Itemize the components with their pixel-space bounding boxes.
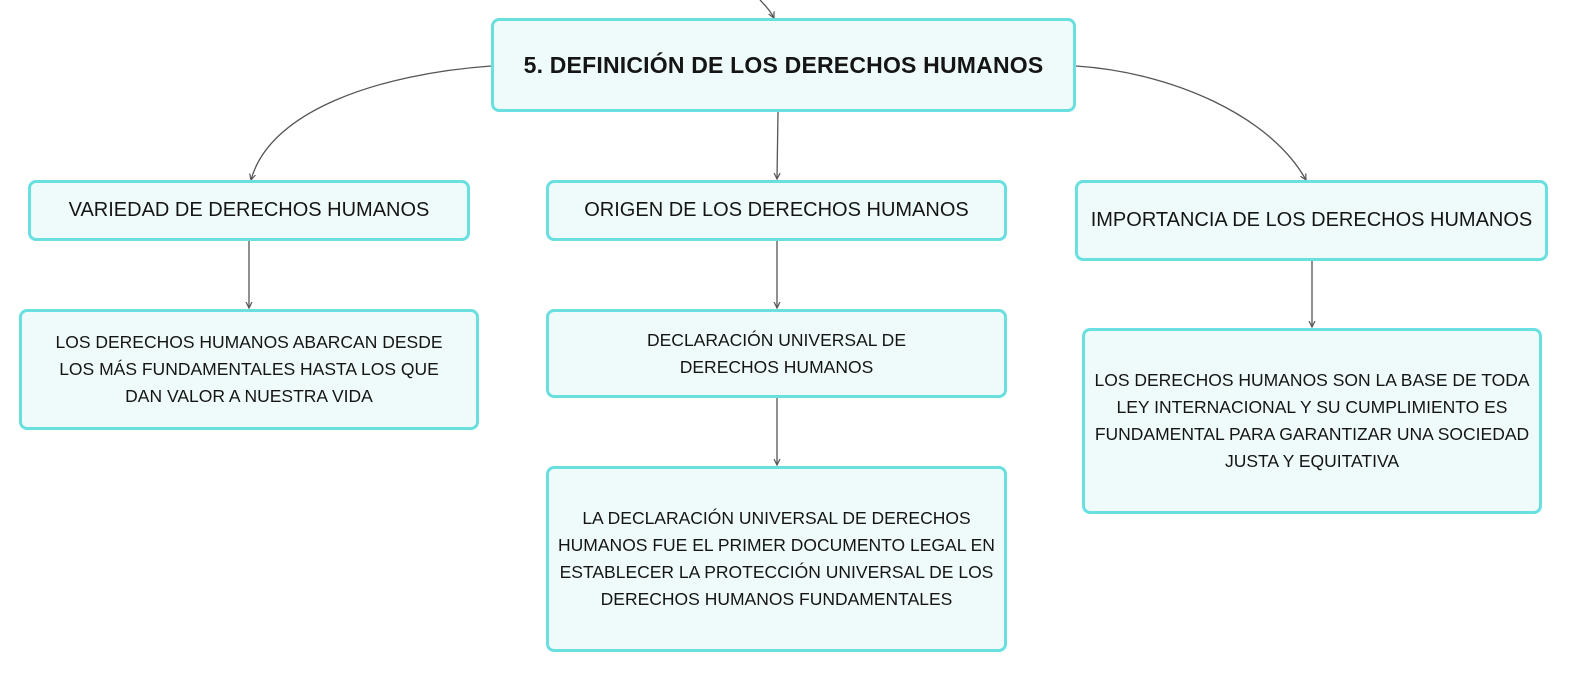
- connector-root-to-origen: [777, 111, 778, 179]
- connector-incoming-root: [759, 0, 774, 18]
- leaf-node-variedad-description[interactable]: LOS DERECHOS HUMANOS ABARCAN DESDE LOS M…: [19, 309, 479, 430]
- branch-node-origen[interactable]: ORIGEN DE LOS DERECHOS HUMANOS: [546, 180, 1007, 241]
- root-node-label: 5. DEFINICIÓN DE LOS DERECHOS HUMANOS: [523, 51, 1044, 78]
- leaf-node-variedad-description-text: LOS DERECHOS HUMANOS ABARCAN DESDE LOS M…: [55, 332, 443, 406]
- leaf-node-declaracion-text: DECLARACIÓN UNIVERSAL DE DERECHOS HUMANO…: [647, 329, 906, 377]
- branch-node-origen-label: ORIGEN DE LOS DERECHOS HUMANOS: [584, 199, 969, 221]
- branch-node-variedad-label: VARIEDAD DE DERECHOS HUMANOS: [68, 199, 430, 221]
- leaf-node-declaracion-description-text: LA DECLARACIÓN UNIVERSAL DE DERECHOS HUM…: [558, 508, 995, 609]
- connector-root-to-importancia: [1075, 65, 1306, 180]
- connector-root-to-variedad: [251, 65, 492, 180]
- leaf-node-declaracion-description[interactable]: LA DECLARACIÓN UNIVERSAL DE DERECHOS HUM…: [546, 466, 1007, 652]
- branch-node-importancia[interactable]: IMPORTANCIA DE LOS DERECHOS HUMANOS: [1075, 180, 1548, 261]
- leaf-node-importancia-description-text: LOS DERECHOS HUMANOS SON LA BASE DE TODA…: [1094, 370, 1530, 471]
- branch-node-variedad[interactable]: VARIEDAD DE DERECHOS HUMANOS: [28, 180, 470, 241]
- branch-node-importancia-label: IMPORTANCIA DE LOS DERECHOS HUMANOS: [1090, 209, 1533, 231]
- root-node[interactable]: 5. DEFINICIÓN DE LOS DERECHOS HUMANOS: [491, 18, 1076, 112]
- leaf-node-importancia-description[interactable]: LOS DERECHOS HUMANOS SON LA BASE DE TODA…: [1082, 328, 1542, 514]
- leaf-node-declaracion[interactable]: DECLARACIÓN UNIVERSAL DE DERECHOS HUMANO…: [546, 309, 1007, 398]
